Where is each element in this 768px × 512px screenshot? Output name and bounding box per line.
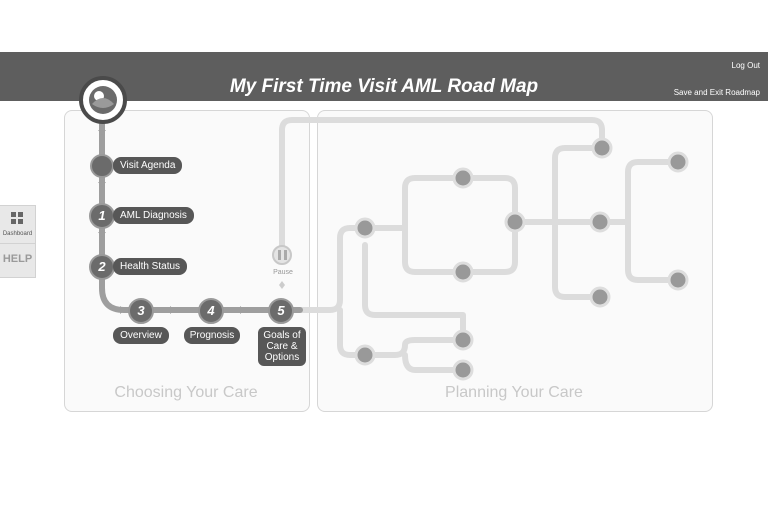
step-3-marker[interactable]: 3 — [128, 298, 154, 324]
dashboard-label: Dashboard — [2, 231, 33, 237]
visit-agenda-button[interactable]: Visit Agenda — [113, 157, 183, 174]
dashboard-button[interactable]: Dashboard — [0, 205, 36, 244]
help-button[interactable]: HELP — [0, 243, 36, 278]
goals-line-2: Care & — [266, 341, 298, 352]
goals-of-care-button[interactable]: Goals of Care & Options — [258, 327, 306, 366]
save-exit-link[interactable]: Save and Exit Roadmap — [673, 88, 760, 97]
step-2-marker[interactable]: 2 — [89, 254, 115, 280]
choosing-care-label: Choosing Your Care — [114, 384, 258, 401]
aml-logo — [81, 78, 125, 122]
step-1-marker[interactable]: 1 — [89, 203, 115, 229]
header-bar — [0, 52, 768, 101]
logout-link[interactable]: Log Out — [731, 61, 760, 70]
goals-line-1: Goals of — [263, 330, 301, 341]
step-4-marker[interactable]: 4 — [198, 298, 224, 324]
pause-icon[interactable] — [272, 245, 292, 265]
page-title: My First Time Visit AML Road Map — [229, 76, 539, 97]
grid-icon — [11, 212, 24, 225]
goals-line-3: Options — [264, 352, 300, 363]
step-5-marker[interactable]: 5 — [268, 298, 294, 324]
planning-care-label: Planning Your Care — [445, 384, 583, 401]
prognosis-button[interactable]: Prognosis — [184, 327, 240, 344]
compass-icon — [91, 155, 113, 177]
pause-label: Pause — [273, 269, 293, 276]
aml-diagnosis-button[interactable]: AML Diagnosis — [113, 207, 194, 224]
overview-button[interactable]: Overview — [113, 327, 169, 344]
health-status-button[interactable]: Health Status — [113, 258, 188, 275]
